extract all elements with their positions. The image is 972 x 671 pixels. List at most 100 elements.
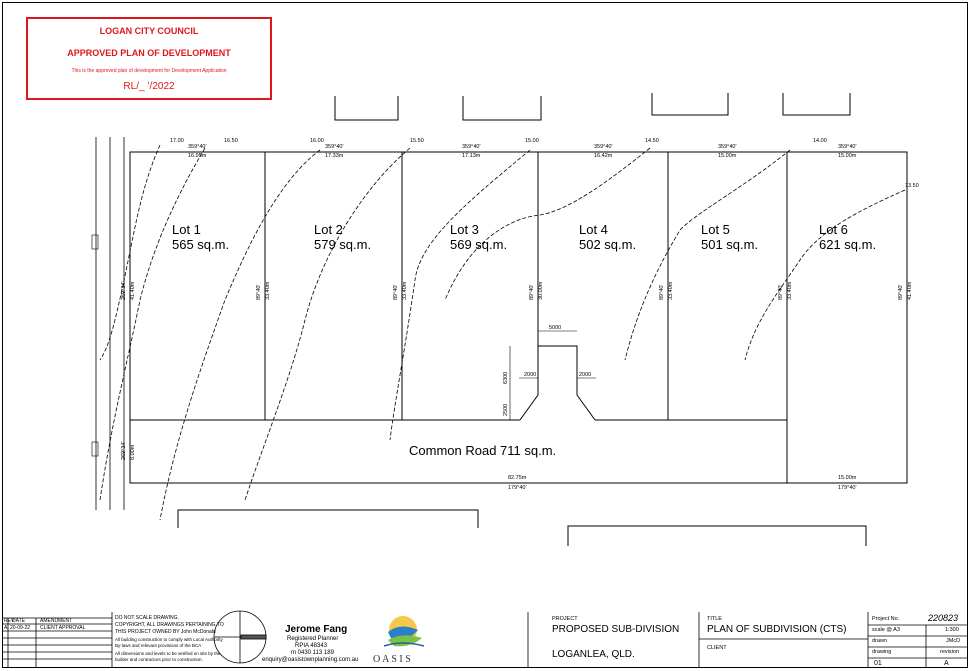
lot-name: Lot 5 [701, 222, 730, 237]
contour-label: 15.50 [410, 138, 424, 144]
side-length: 33.40m [787, 281, 793, 300]
lot-area: 501 sq.m. [701, 237, 759, 252]
side-length: 33.40m [402, 281, 408, 300]
access-dim: 2500 [503, 403, 509, 416]
title-block: REV DATE AMENDMENT A 20-09-22 CLIENT APP… [0, 606, 968, 668]
side-bearing: 89°40' [393, 284, 399, 301]
side-bearing: 89°40' [659, 284, 665, 301]
side-bearing: 89°40' [898, 284, 904, 301]
rev-row-date: 20-09-22 [10, 625, 31, 631]
side-bearing: 89°40' [529, 284, 535, 301]
rev-header-date: DATE [12, 618, 25, 624]
planner-rpia: RPIA 48343 [295, 643, 328, 649]
top-length: 17.33m [325, 153, 344, 159]
project-location: LOGANLEA, QLD. [552, 649, 635, 660]
lot-name: Lot 4 [579, 222, 608, 237]
contour-lines [99, 144, 906, 521]
stamp-ref: RL/_ ’/2022 [123, 81, 175, 92]
drawing-title: PLAN OF SUBDIVISION (CTS) [707, 624, 847, 635]
top-bearing: 359°40' [188, 144, 207, 150]
lot-area: 621 sq.m. [819, 237, 877, 252]
bottom-right-length: 15.00m [838, 475, 857, 481]
project-label: PROJECT [552, 616, 578, 622]
rev-header-rev: REV [4, 618, 15, 624]
lot-name: Lot 3 [450, 222, 479, 237]
top-bearing: 359°40' [718, 144, 737, 150]
contour-label: 15.00 [525, 138, 539, 144]
contour-label: 16.50 [224, 138, 238, 144]
note: THIS PROJECT OWNED BY John McDonald [115, 629, 216, 635]
revision-value: A [944, 660, 949, 667]
lot-name: Lot 2 [314, 222, 343, 237]
lot-area: 502 sq.m. [579, 237, 637, 252]
scale-value: 1:300 [945, 627, 959, 633]
road-side-length: 8.00m [130, 444, 136, 460]
top-length: 16.42m [594, 153, 613, 159]
drawing-label: drawing [872, 649, 892, 655]
side-length: 41.40m [130, 281, 136, 300]
side-length: 30.00m [538, 281, 544, 300]
planner-email: enquiry@oasistownplanning.com.au [262, 657, 359, 663]
project-no-label: Project No. [872, 616, 900, 622]
common-road-label: Common Road 711 sq.m. [409, 443, 557, 458]
note: DO NOT SCALE DRAWING. [115, 615, 179, 621]
top-length: 15.00m [838, 153, 857, 159]
side-length: 33.40m [668, 281, 674, 300]
top-length: 17.13m [462, 153, 481, 159]
access-dim: 2000 [579, 372, 592, 378]
drawing-value: 01 [874, 660, 882, 667]
note: builder and contractors prior to constru… [115, 657, 203, 662]
stamp-title: APPROVED PLAN OF DEVELOPMENT [67, 48, 231, 58]
top-bearing: 359°40' [594, 144, 613, 150]
drawn-value: JMcD [946, 638, 961, 644]
oasis-logo-icon [383, 616, 425, 647]
stamp-note: This is the approved plan of development… [71, 68, 227, 74]
top-bearing: 359°40' [325, 144, 344, 150]
access-dim: 2000 [524, 372, 537, 378]
lot-area: 569 sq.m. [450, 237, 508, 252]
contour-label: 13.50 [905, 183, 919, 189]
brand-name: O A S I S [373, 654, 411, 665]
client-label: CLIENT [707, 645, 727, 651]
contour-label: 14.00 [813, 138, 827, 144]
note: All dimensions and levels to be verified… [115, 651, 221, 656]
title-label: TITLE [707, 616, 722, 622]
side-length: 41.40m [907, 281, 913, 300]
approval-stamp: LOGAN CITY COUNCIL APPROVED PLAN OF DEVE… [26, 17, 272, 100]
contour-label: 16.00 [310, 138, 324, 144]
north-point-icon [213, 610, 267, 664]
contour-label: 17.00 [170, 138, 184, 144]
side-length: 33.40m [265, 281, 271, 300]
side-bearing: 89°40' [778, 284, 784, 301]
lot-area: 579 sq.m. [314, 237, 372, 252]
bottom-right-bearing: 179°40' [838, 485, 857, 491]
project-no: 220823 [928, 613, 959, 623]
note: COPYRIGHT, ALL DRAWINGS PERTAINING TO [115, 622, 224, 628]
road-side-bearing: 269°34' [121, 441, 127, 460]
site-boundary [129, 151, 908, 484]
lot-area: 565 sq.m. [172, 237, 230, 252]
side-bearing: 269°34' [121, 281, 127, 300]
bottom-length: 82.75m [508, 475, 527, 481]
contour-label: 14.50 [645, 138, 659, 144]
rev-header-amendment: AMENDMENT [40, 618, 73, 624]
planner-role: Registered Planner [287, 636, 339, 642]
access-handle [519, 345, 596, 421]
stamp-council: LOGAN CITY COUNCIL [99, 26, 199, 36]
drawn-label: drawn [872, 638, 887, 644]
note: By-laws and relevant provisions of the B… [115, 643, 202, 648]
bottom-bearing: 179°40' [508, 485, 527, 491]
top-length: 15.00m [718, 153, 737, 159]
lot-name: Lot 1 [172, 222, 201, 237]
access-dim: 6300 [503, 371, 509, 384]
top-length: 16.95m [188, 153, 207, 159]
planner-phone: m 0430 113 189 [291, 650, 334, 656]
access-dim: 5000 [549, 325, 562, 331]
planner-name: Jerome Fang [285, 624, 348, 635]
scale-label: scale @ A3 [872, 627, 900, 633]
rev-row-rev: A [4, 625, 8, 631]
top-bearing: 359°40' [838, 144, 857, 150]
rev-row-amendment: CLIENT APPROVAL [40, 625, 86, 631]
